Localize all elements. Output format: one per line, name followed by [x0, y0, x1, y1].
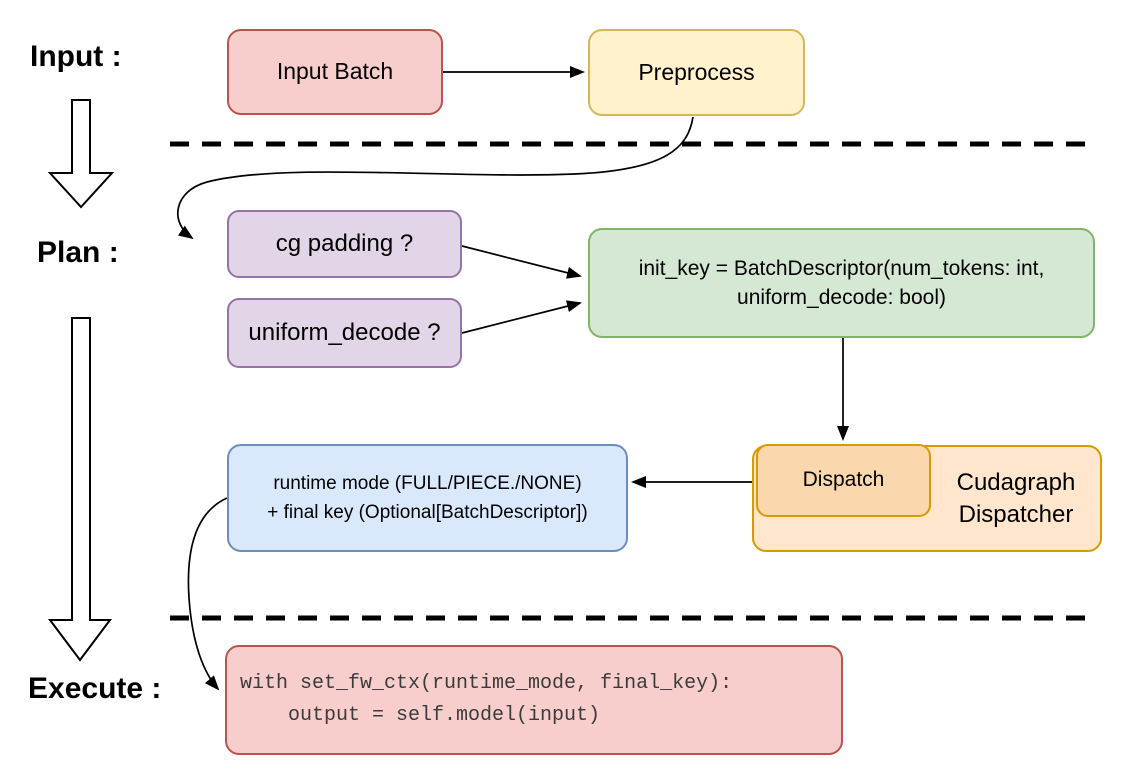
- node-dispatch: Dispatch: [756, 444, 931, 517]
- node-input-batch-label: Input Batch: [276, 58, 394, 85]
- node-cg-padding: cg padding ?: [227, 210, 462, 278]
- arrow-runtime-mode-to-execute-code: [187, 497, 228, 691]
- node-uniform-decode-label: uniform_decode ?: [248, 318, 441, 346]
- execute-code-line1: with set_fw_ctx(runtime_mode, final_key)…: [240, 672, 733, 695]
- execute-code-line2: output = self.model(input): [240, 704, 601, 727]
- node-input-batch: Input Batch: [227, 29, 443, 115]
- node-init-key: init_key = BatchDescriptor(num_tokens: i…: [588, 228, 1095, 338]
- node-dispatch-label: Dispatch: [802, 468, 885, 492]
- stage-label-input: Input :: [30, 40, 122, 73]
- node-init-key-line2: uniform_decode: bool): [737, 286, 946, 309]
- node-init-key-line1: init_key = BatchDescriptor(num_tokens: i…: [638, 256, 1045, 280]
- stage-arrow-input-to-plan: [47, 99, 115, 209]
- stage-arrow-plan-to-execute: [48, 317, 112, 662]
- cudagraph-line1: Cudagraph: [956, 468, 1076, 496]
- arrow-cg-padding-to-init-key: [461, 245, 582, 279]
- stage-label-execute: Execute :: [28, 672, 162, 705]
- node-runtime-mode-line1: runtime mode (FULL/PIECE./NONE): [273, 472, 582, 494]
- node-execute-code: with set_fw_ctx(runtime_mode, final_key)…: [225, 645, 843, 755]
- node-cudagraph-dispatcher-label: Cudagraph Dispatcher: [930, 466, 1102, 532]
- node-runtime-mode-line2: + final key (Optional[BatchDescriptor]): [267, 502, 588, 523]
- node-cg-padding-label: cg padding ?: [275, 229, 414, 257]
- cudagraph-line2: Dispatcher: [958, 501, 1074, 528]
- node-preprocess: Preprocess: [588, 29, 805, 116]
- node-uniform-decode: uniform_decode ?: [227, 298, 462, 368]
- stage-label-plan: Plan :: [37, 236, 119, 269]
- node-runtime-mode: runtime mode (FULL/PIECE./NONE) + final …: [227, 444, 628, 552]
- node-preprocess-label: Preprocess: [638, 58, 755, 85]
- arrow-uniform-decode-to-init-key: [461, 300, 582, 334]
